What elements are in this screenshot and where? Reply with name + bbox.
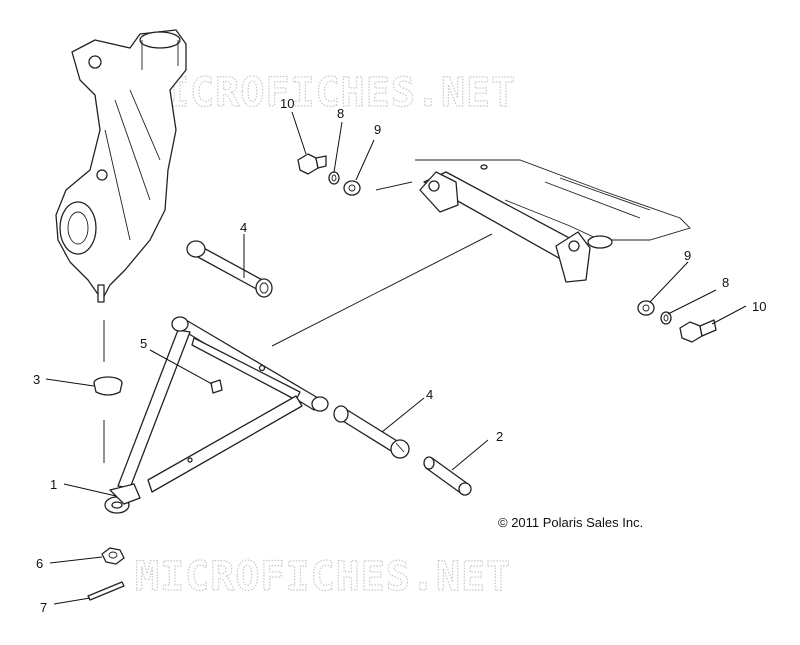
part-4-pivot-tube-upper (186, 240, 273, 298)
leader-7 (53, 597, 91, 605)
callout-9-upper: 9 (374, 122, 381, 137)
upper-fastener-centerline (375, 181, 413, 191)
callout-8-upper: 8 (337, 106, 344, 121)
frame-section (415, 159, 691, 283)
leader-1 (63, 483, 117, 497)
part-6-nut (101, 547, 125, 565)
a-arm-frame-centerline (271, 233, 493, 347)
callout-4-upper: 4 (240, 220, 247, 235)
callout-8-lower: 8 (722, 275, 729, 290)
part-9-washer-lower (637, 300, 655, 316)
watermark-top: MICROFICHES.NET (140, 70, 516, 116)
leader-8-upper (333, 121, 343, 173)
part-8-lockwasher-upper (328, 171, 340, 185)
part-5-grease-fitting (210, 379, 223, 394)
callout-4-lower: 4 (426, 387, 433, 402)
leader-2 (451, 439, 489, 471)
part-9-washer-upper (343, 180, 361, 196)
leader-6 (49, 556, 103, 564)
part-3-boot-seal (93, 376, 123, 396)
leader-10-upper (291, 111, 307, 155)
callout-6: 6 (36, 556, 43, 571)
callout-5: 5 (140, 336, 147, 351)
callout-7: 7 (40, 600, 47, 615)
leader-3 (45, 378, 95, 387)
watermark-bottom: MICROFICHES.NET (135, 554, 511, 600)
part-1-a-arm (104, 316, 329, 514)
part-7-cotter-pin (87, 581, 125, 601)
leader-9-upper (355, 139, 375, 181)
callout-3: 3 (33, 372, 40, 387)
leader-8-lower (667, 289, 717, 315)
part-4-pivot-tube-lower (333, 405, 410, 459)
callout-10-lower: 10 (752, 299, 766, 314)
leader-10-lower (711, 305, 747, 325)
callout-9-lower: 9 (684, 248, 691, 263)
leader-4-lower (381, 397, 425, 433)
callout-2: 2 (496, 429, 503, 444)
part-10-bolt-lower (679, 319, 717, 343)
copyright-notice: © 2011 Polaris Sales Inc. (498, 515, 643, 530)
steering-knuckle (55, 29, 187, 303)
leader-9-lower (649, 261, 689, 303)
part-2-sleeve (423, 456, 472, 496)
leader-5 (149, 349, 213, 385)
part-10-bolt-upper (297, 153, 327, 175)
callout-1: 1 (50, 477, 57, 492)
part-8-lockwasher-lower (660, 311, 672, 325)
callout-10-upper: 10 (280, 96, 294, 111)
